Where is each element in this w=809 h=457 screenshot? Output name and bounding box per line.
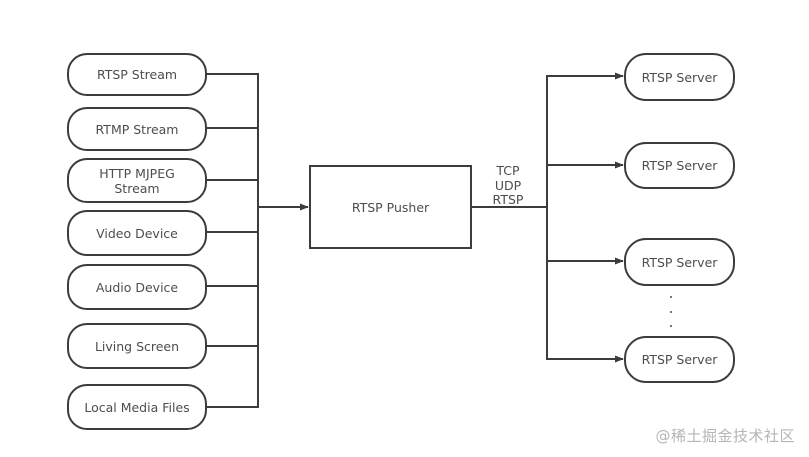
source-node-rtmp-stream: RTMP Stream (67, 107, 207, 151)
protocol-label: RTSP (492, 192, 524, 207)
source-label: Audio Device (95, 279, 179, 295)
source-label: Video Device (96, 225, 178, 241)
source-label: HTTP MJPEG Stream (99, 165, 175, 196)
server-label: RTSP Server (641, 69, 718, 85)
source-node-video-device: Video Device (67, 210, 207, 256)
source-label: RTMP Stream (95, 121, 179, 137)
server-label: RTSP Server (641, 158, 718, 173)
source-node-living-screen: Living Screen (67, 323, 207, 369)
server-node: RTSP Server (624, 53, 735, 101)
ellipsis-dot (670, 325, 672, 327)
source-label: RTSP Stream (96, 67, 178, 82)
watermark: @稀土掘金技术社区 (655, 427, 795, 445)
source-node-rtsp-stream: RTSP Stream (67, 53, 207, 96)
protocol-labels: TCP UDP RTSP (488, 163, 528, 208)
pusher-label: RTSP Pusher (351, 199, 430, 215)
server-label: RTSP Server (641, 254, 718, 270)
pusher-node: RTSP Pusher (309, 165, 472, 249)
protocol-label: TCP (496, 163, 520, 178)
ellipsis-dot (670, 296, 672, 298)
source-node-audio-device: Audio Device (67, 264, 207, 310)
source-node-http-mjpeg-stream: HTTP MJPEG Stream (67, 158, 207, 203)
server-node: RTSP Server (624, 238, 735, 286)
ellipsis-dot (670, 311, 672, 313)
server-node: RTSP Server (624, 336, 735, 383)
source-node-local-media-files: Local Media Files (67, 384, 207, 430)
server-label: RTSP Server (641, 352, 718, 367)
source-label: Local Media Files (84, 399, 190, 415)
source-label: Living Screen (94, 338, 180, 354)
protocol-label: UDP (494, 177, 522, 193)
server-node: RTSP Server (624, 142, 735, 189)
